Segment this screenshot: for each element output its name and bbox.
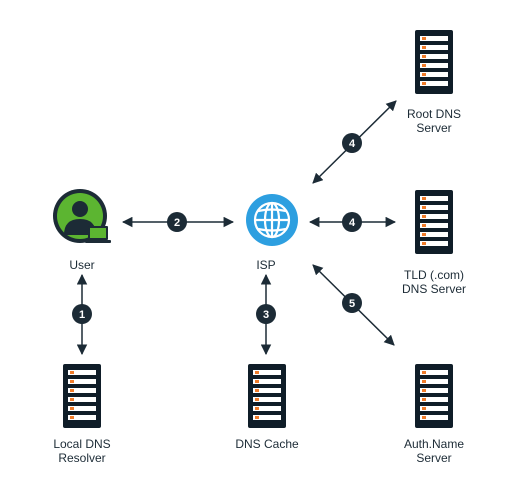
svg-text:2: 2 (174, 217, 180, 229)
root-dns-label: Root DNS Server (407, 107, 461, 135)
step-badge-5: 5 (342, 293, 362, 313)
svg-text:4: 4 (349, 217, 356, 229)
auth-name-label-line2: Server (416, 451, 452, 465)
isp-label: ISP (256, 258, 276, 272)
svg-text:1: 1 (79, 309, 85, 321)
local-dns-label-line2: Resolver (58, 451, 106, 465)
local-dns-label: Local DNS Resolver (53, 437, 110, 465)
step-badge-2: 2 (167, 212, 187, 232)
step-badge-1: 1 (72, 304, 92, 324)
user-label: User (69, 258, 95, 272)
svg-text:5: 5 (349, 298, 355, 310)
local-dns-label-line1: Local DNS (53, 437, 111, 451)
svg-text:3: 3 (263, 309, 269, 321)
globe-icon (246, 194, 298, 246)
dns-cache-server-icon (248, 364, 286, 428)
root-dns-label-line2: Server (416, 121, 452, 135)
user-at-laptop-icon (53, 189, 111, 243)
auth-name-label-line1: Auth.Name (403, 437, 465, 451)
tld-dns-server-icon (415, 190, 453, 254)
local-dns-resolver-icon (63, 364, 101, 428)
auth-name-server-icon (415, 364, 453, 428)
svg-text:4: 4 (349, 138, 356, 150)
tld-dns-label-line2: DNS Server (401, 282, 467, 296)
root-dns-label-line1: Root DNS (406, 107, 462, 121)
root-dns-server-icon (415, 30, 453, 94)
step-badge-4-tld: 4 (342, 212, 362, 232)
tld-dns-label-line1: TLD (.com) (403, 268, 464, 282)
step-badge-3: 3 (256, 304, 276, 324)
dns-cache-label: DNS Cache (235, 437, 299, 451)
tld-dns-label: TLD (.com) DNS Server (402, 268, 466, 296)
step-badge-4-root: 4 (342, 133, 362, 153)
auth-name-label: Auth.Name Server (404, 437, 464, 465)
